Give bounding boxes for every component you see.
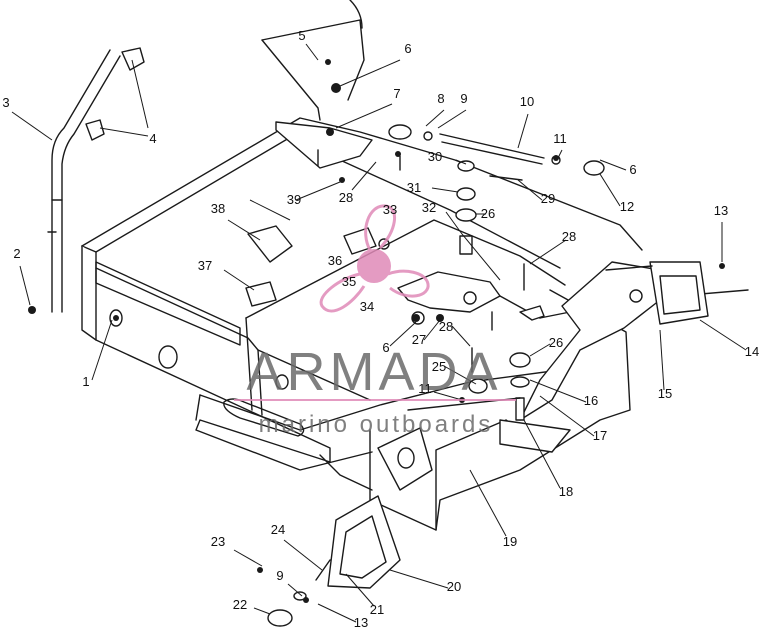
callout-20: 20 [447,579,461,594]
callout-29: 29 [541,191,555,206]
callout-36: 36 [328,253,342,268]
callout-25: 25 [432,359,446,374]
main-tray [81,117,643,531]
callout-28: 28 [439,319,453,334]
callout-30: 30 [428,149,442,164]
callout-35: 35 [342,274,356,289]
callout-18: 18 [559,484,573,499]
callout-5: 5 [298,28,305,43]
callout-11: 11 [553,131,567,146]
callout-12: 12 [620,199,634,214]
callout-31: 31 [407,180,421,195]
upper-bracket [261,0,373,169]
lower-right-bracket [407,352,571,453]
logo-blade-right [387,269,430,298]
callout-4: 4 [149,131,156,146]
logo-blade-top [364,204,396,251]
callout-11: 11 [418,381,432,396]
callout-6: 6 [382,340,389,355]
left-brackets [245,225,293,307]
callout-17: 17 [593,428,607,443]
watermark-tagline: marino outboards [259,411,494,438]
hardware [28,59,725,603]
callout-26: 26 [481,206,495,221]
logo-blade-left [319,272,366,313]
callout-33: 33 [383,202,397,217]
callout-6: 6 [629,162,636,177]
callout-13: 13 [714,203,728,218]
watermark-logo-icon [319,204,430,313]
bushing-stack [455,160,477,255]
callout-10: 10 [520,94,534,109]
lower-bracket [267,495,401,627]
callout-3: 3 [2,95,9,110]
callout-32: 32 [422,200,436,215]
callout-28: 28 [339,190,353,205]
callout-38: 38 [211,201,225,216]
callout-24: 24 [271,522,285,537]
callout-13: 13 [354,615,368,630]
center-arm [397,271,545,325]
leader-lines [11,43,747,623]
watermark-brand: ARMADA [246,342,501,402]
callout-9: 9 [276,568,283,583]
callout-27: 27 [412,332,426,347]
callout-21: 21 [370,602,384,617]
callout-37: 37 [198,258,212,273]
callout-19: 19 [503,534,517,549]
logo-center [357,249,391,283]
callout-34: 34 [360,299,374,314]
callout-39: 39 [287,192,301,207]
right-assembly [519,261,749,421]
callout-14: 14 [745,344,759,359]
callout-22: 22 [233,597,247,612]
tube-frame [47,47,145,313]
callout-6: 6 [404,41,411,56]
linkage-rod [388,124,605,181]
callout-9: 9 [460,91,467,106]
callout-15: 15 [658,386,672,401]
callout-1: 1 [82,374,89,389]
callout-8: 8 [437,91,444,106]
callout-7: 7 [393,86,400,101]
callout-28: 28 [562,229,576,244]
callout-2: 2 [13,246,20,261]
callout-23: 23 [211,534,225,549]
watermark: ARMADA marino outboards [234,204,516,438]
callout-26: 26 [549,335,563,350]
callout-16: 16 [584,393,598,408]
